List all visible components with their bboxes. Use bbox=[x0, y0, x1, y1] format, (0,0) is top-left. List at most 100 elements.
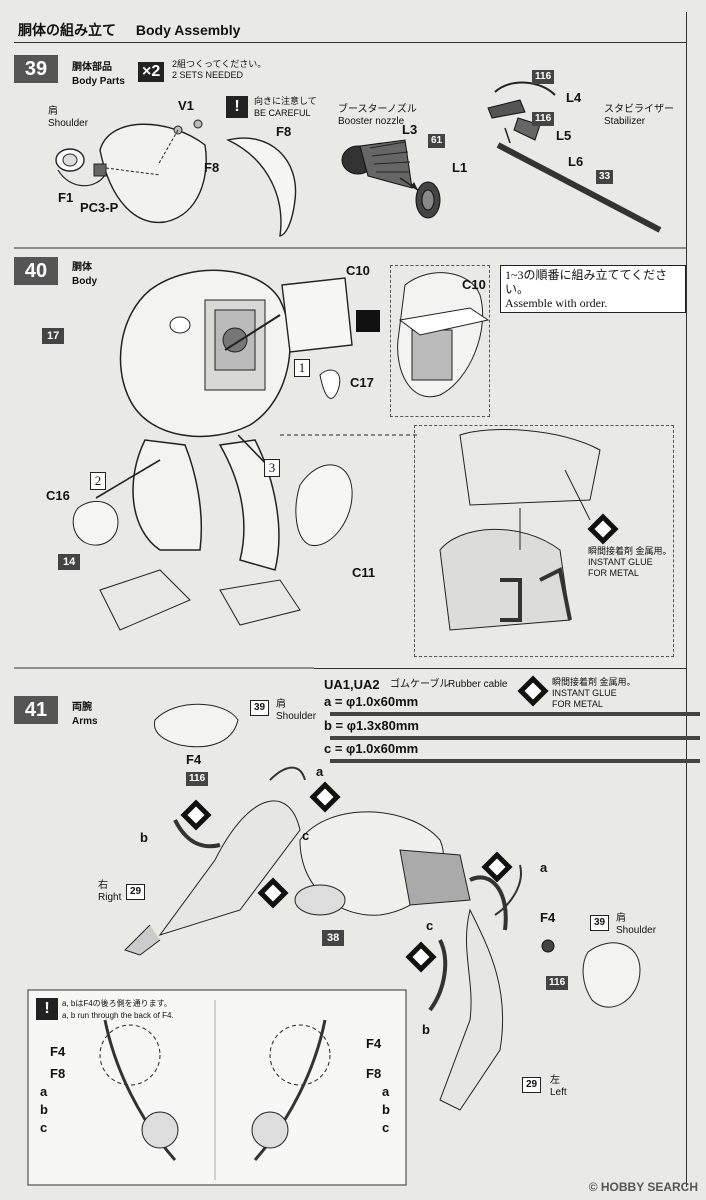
badge-116-left: 116 bbox=[546, 976, 569, 990]
step-41-title-jp: 両腕 bbox=[72, 702, 92, 713]
order-note-jp: 1~3の順番に組み立ててください。 bbox=[505, 268, 668, 296]
badge-38: 38 bbox=[322, 930, 345, 946]
badge-17: 17 bbox=[42, 328, 65, 344]
shoulder-en-a: Shoulder bbox=[276, 711, 317, 722]
cable-a: a = φ1.0x60mm bbox=[324, 694, 419, 709]
stabilizer-jp: スタビライザー bbox=[604, 104, 674, 115]
cable-label-c1: c bbox=[302, 828, 310, 843]
care-jp: 向きに注意して bbox=[254, 96, 317, 106]
cable-en: Rubber cable bbox=[448, 679, 508, 690]
part-c10-inset: C10 bbox=[462, 277, 486, 292]
step-39-title-en: Body Parts bbox=[72, 76, 125, 87]
inset-r-a: a bbox=[382, 1084, 390, 1099]
badge-29-right: 29 bbox=[126, 884, 146, 900]
cable-c-line bbox=[330, 759, 700, 763]
order-3: 3 bbox=[264, 459, 280, 477]
cable-jp: ゴムケーブル bbox=[390, 679, 450, 690]
inset-l-c: c bbox=[40, 1120, 48, 1135]
multiplier-badge: ×2 bbox=[138, 62, 165, 82]
step-40-title-en: Body bbox=[72, 276, 97, 287]
part-pc3p: PC3-P bbox=[80, 200, 119, 215]
badge-116a: 116 bbox=[532, 70, 555, 84]
cable-label-c2: c bbox=[426, 918, 434, 933]
right-rule bbox=[686, 12, 687, 1187]
cable-b-line bbox=[330, 736, 700, 740]
cable-c: c = φ1.0x60mm bbox=[324, 741, 419, 756]
part-f1: F1 bbox=[58, 190, 74, 205]
shoulder-label-jp: 肩 bbox=[48, 106, 58, 117]
sets-needed-jp: 2組つくってください。 bbox=[172, 59, 267, 69]
right-jp: 右 bbox=[98, 880, 108, 891]
inset-r-f4: F4 bbox=[366, 1036, 382, 1051]
page-header: 胴体の組み立て Body Assembly bbox=[18, 20, 256, 40]
badge-33: 33 bbox=[596, 170, 614, 184]
shoulder-en-b: Shoulder bbox=[616, 925, 657, 936]
part-f4-left: F4 bbox=[540, 910, 556, 925]
glue-en2-40: FOR METAL bbox=[588, 568, 639, 578]
part-l5: L5 bbox=[556, 128, 572, 143]
glue-en1-40: INSTANT GLUE bbox=[588, 557, 653, 567]
header-en: Body Assembly bbox=[135, 22, 241, 38]
inset-r-b: b bbox=[382, 1102, 390, 1117]
reverse-side-icon bbox=[356, 310, 380, 332]
step-40-number: 40 bbox=[14, 257, 58, 285]
part-f8-alt: F8 bbox=[276, 124, 292, 139]
order-1: 1 bbox=[294, 359, 310, 377]
part-f4-right: F4 bbox=[186, 752, 202, 767]
header-jp: 胴体の組み立て bbox=[18, 22, 116, 38]
watermark: © HOBBY SEARCH bbox=[588, 1180, 698, 1194]
badge-116-right: 116 bbox=[186, 772, 209, 786]
part-l3: L3 bbox=[402, 122, 418, 137]
inset-note-jp: a, bはF4の後ろ側を通ります。 bbox=[62, 999, 172, 1008]
part-l1: L1 bbox=[452, 160, 468, 175]
booster-jp: ブースターノズル bbox=[338, 104, 417, 115]
step-39-title-jp: 胴体部品 bbox=[72, 62, 112, 73]
glue-en2-41: FOR METAL bbox=[552, 699, 603, 709]
cable-title: UA1,UA2 bbox=[324, 677, 380, 692]
care-en: BE CAREFUL bbox=[254, 108, 311, 118]
c10-inset-frame bbox=[390, 265, 490, 417]
inset-r-f8: F8 bbox=[366, 1066, 382, 1081]
order-2: 2 bbox=[90, 472, 106, 490]
booster-en: Booster nozzle bbox=[338, 116, 405, 127]
inset-l-f4: F4 bbox=[50, 1044, 66, 1059]
shoulder-jp-b: 肩 bbox=[616, 913, 626, 924]
cable-label-a1: a bbox=[316, 764, 324, 779]
order-note-en: Assemble with order. bbox=[505, 296, 608, 310]
care-icon: ! bbox=[226, 96, 248, 118]
part-c17: C17 bbox=[350, 375, 374, 390]
shoulder-jp-a: 肩 bbox=[276, 699, 286, 710]
order-note: 1~3の順番に組み立ててください。 Assemble with order. bbox=[500, 265, 686, 313]
glue-en1-41: INSTANT GLUE bbox=[552, 688, 617, 698]
step-41-number: 41 bbox=[14, 696, 58, 724]
cable-b: b = φ1.3x80mm bbox=[324, 718, 419, 733]
step-41-drawing bbox=[27, 703, 641, 1186]
badge-39a: 39 bbox=[250, 700, 270, 716]
right-en: Right bbox=[98, 892, 122, 903]
part-l4: L4 bbox=[566, 90, 582, 105]
sets-needed-en: 2 SETS NEEDED bbox=[172, 70, 244, 80]
detail-inset-frame bbox=[414, 425, 674, 657]
shoulder-label-en: Shoulder bbox=[48, 118, 89, 129]
part-v1: V1 bbox=[178, 98, 194, 113]
inset-l-f8: F8 bbox=[50, 1066, 66, 1081]
badge-61: 61 bbox=[428, 134, 446, 148]
part-c16: C16 bbox=[46, 488, 70, 503]
cable-label-b2: b bbox=[422, 1022, 430, 1037]
step-41-title-en: Arms bbox=[72, 716, 98, 727]
cable-label-a2: a bbox=[540, 860, 548, 875]
cable-a-line bbox=[330, 712, 700, 716]
part-l6: L6 bbox=[568, 154, 584, 169]
badge-116b: 116 bbox=[532, 112, 555, 126]
part-c10: C10 bbox=[346, 263, 370, 278]
inset-r-c: c bbox=[382, 1120, 390, 1135]
badge-14: 14 bbox=[58, 554, 81, 570]
left-jp: 左 bbox=[550, 1075, 560, 1086]
inset-l-b: b bbox=[40, 1102, 48, 1117]
step-39-drawing bbox=[14, 81, 686, 249]
badge-29-left: 29 bbox=[522, 1077, 542, 1093]
inset-care-icon: ! bbox=[36, 998, 58, 1020]
badge-39b: 39 bbox=[590, 915, 610, 931]
step-40-title-jp: 胴体 bbox=[72, 262, 92, 273]
